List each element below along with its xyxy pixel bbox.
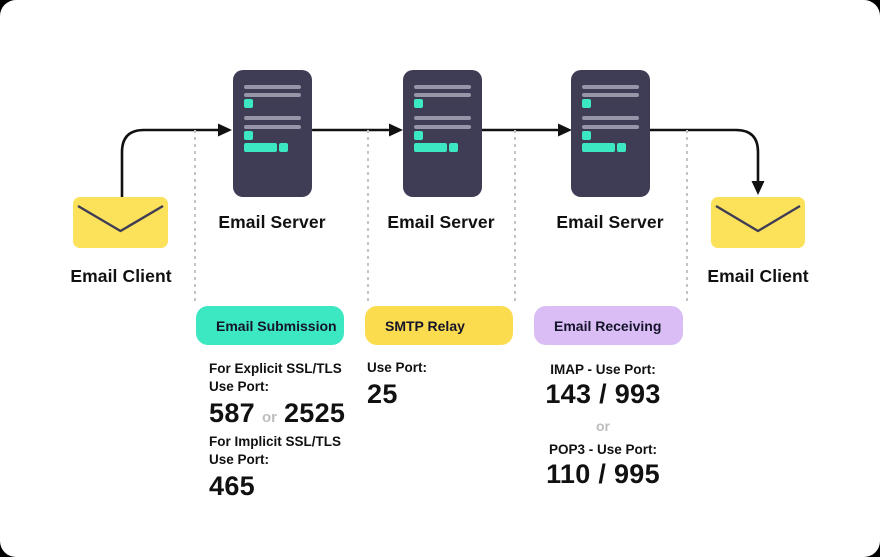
server-led — [449, 143, 458, 152]
server-bar — [414, 143, 447, 152]
server-led — [414, 131, 423, 140]
server-detail-line — [244, 85, 301, 89]
server-detail-line — [414, 116, 471, 120]
arrow-server3-to-client — [646, 128, 765, 195]
or-text: or — [596, 418, 610, 434]
badge-smtp-relay: SMTP Relay — [365, 306, 513, 345]
explicit-ports: 587 or 2525 — [209, 398, 345, 429]
badge-label: SMTP Relay — [385, 317, 465, 334]
server-label-3: Email Server — [556, 212, 664, 232]
badge-email-receiving: Email Receiving — [534, 306, 683, 345]
pop3-label: POP3 - Use Port: — [548, 442, 658, 457]
server-detail-line — [414, 93, 471, 97]
section-divider-line — [514, 130, 516, 303]
badge-label: Email Receiving — [554, 317, 662, 334]
client-label-left: Email Client — [70, 266, 172, 286]
port-465: 465 — [209, 471, 255, 501]
server-led — [617, 143, 626, 152]
imap-ports: 143 / 993 — [545, 379, 661, 409]
submission-implicit-block: For Implicit SSL/TLS Use Port: 465 — [209, 433, 341, 502]
badge-label: Email Submission — [216, 317, 337, 334]
submission-explicit-block: For Explicit SSL/TLS Use Port: 587 or 25… — [209, 360, 345, 429]
server-led — [582, 131, 591, 140]
or-text: or — [261, 409, 277, 426]
section-divider-line — [194, 130, 196, 303]
server-bar — [244, 143, 277, 152]
server-detail-line — [414, 85, 471, 89]
email-receiving-block: IMAP - Use Port: 143 / 993 or POP3 - Use… — [520, 361, 686, 490]
arrow-server2-to-server3 — [479, 123, 572, 137]
server-led — [279, 143, 288, 152]
section-divider-line — [686, 130, 688, 303]
server-detail-line — [582, 125, 639, 129]
server-detail-line — [244, 125, 301, 129]
port-25: 25 — [367, 379, 398, 409]
server-label-2: Email Server — [387, 212, 495, 232]
envelope-icon — [711, 197, 805, 248]
explicit-heading-line2: Use Port: — [209, 379, 270, 394]
server-led — [582, 99, 591, 108]
section-divider-line — [367, 130, 369, 303]
smtp-use-port-label: Use Port: — [367, 360, 428, 375]
arrow-server1-to-server2 — [311, 123, 403, 137]
port-587: 587 — [209, 398, 255, 428]
server-led — [414, 99, 423, 108]
envelope-icon — [73, 197, 168, 248]
arrow-client-to-server1 — [120, 123, 232, 199]
imap-label: IMAP - Use Port: — [550, 362, 656, 377]
server-detail-line — [244, 116, 301, 120]
server-label-1: Email Server — [218, 212, 326, 232]
server-led — [244, 131, 253, 140]
server-led — [244, 99, 253, 108]
server-bar — [582, 143, 615, 152]
port-2525: 2525 — [283, 398, 346, 428]
smtp-relay-block: Use Port: 25 — [367, 359, 427, 410]
badge-email-submission: Email Submission — [196, 306, 344, 345]
server-icon — [233, 70, 312, 197]
server-icon — [403, 70, 482, 197]
server-icon — [571, 70, 650, 197]
server-detail-line — [414, 125, 471, 129]
implicit-heading-line2: Use Port: — [209, 452, 270, 467]
implicit-heading-line1: For Implicit SSL/TLS — [209, 434, 342, 449]
client-label-right: Email Client — [707, 266, 809, 286]
server-detail-line — [582, 116, 639, 120]
server-detail-line — [582, 93, 639, 97]
server-detail-line — [582, 85, 639, 89]
explicit-heading-line1: For Explicit SSL/TLS — [209, 361, 342, 376]
server-detail-line — [244, 93, 301, 97]
pop3-ports: 110 / 995 — [546, 459, 660, 489]
